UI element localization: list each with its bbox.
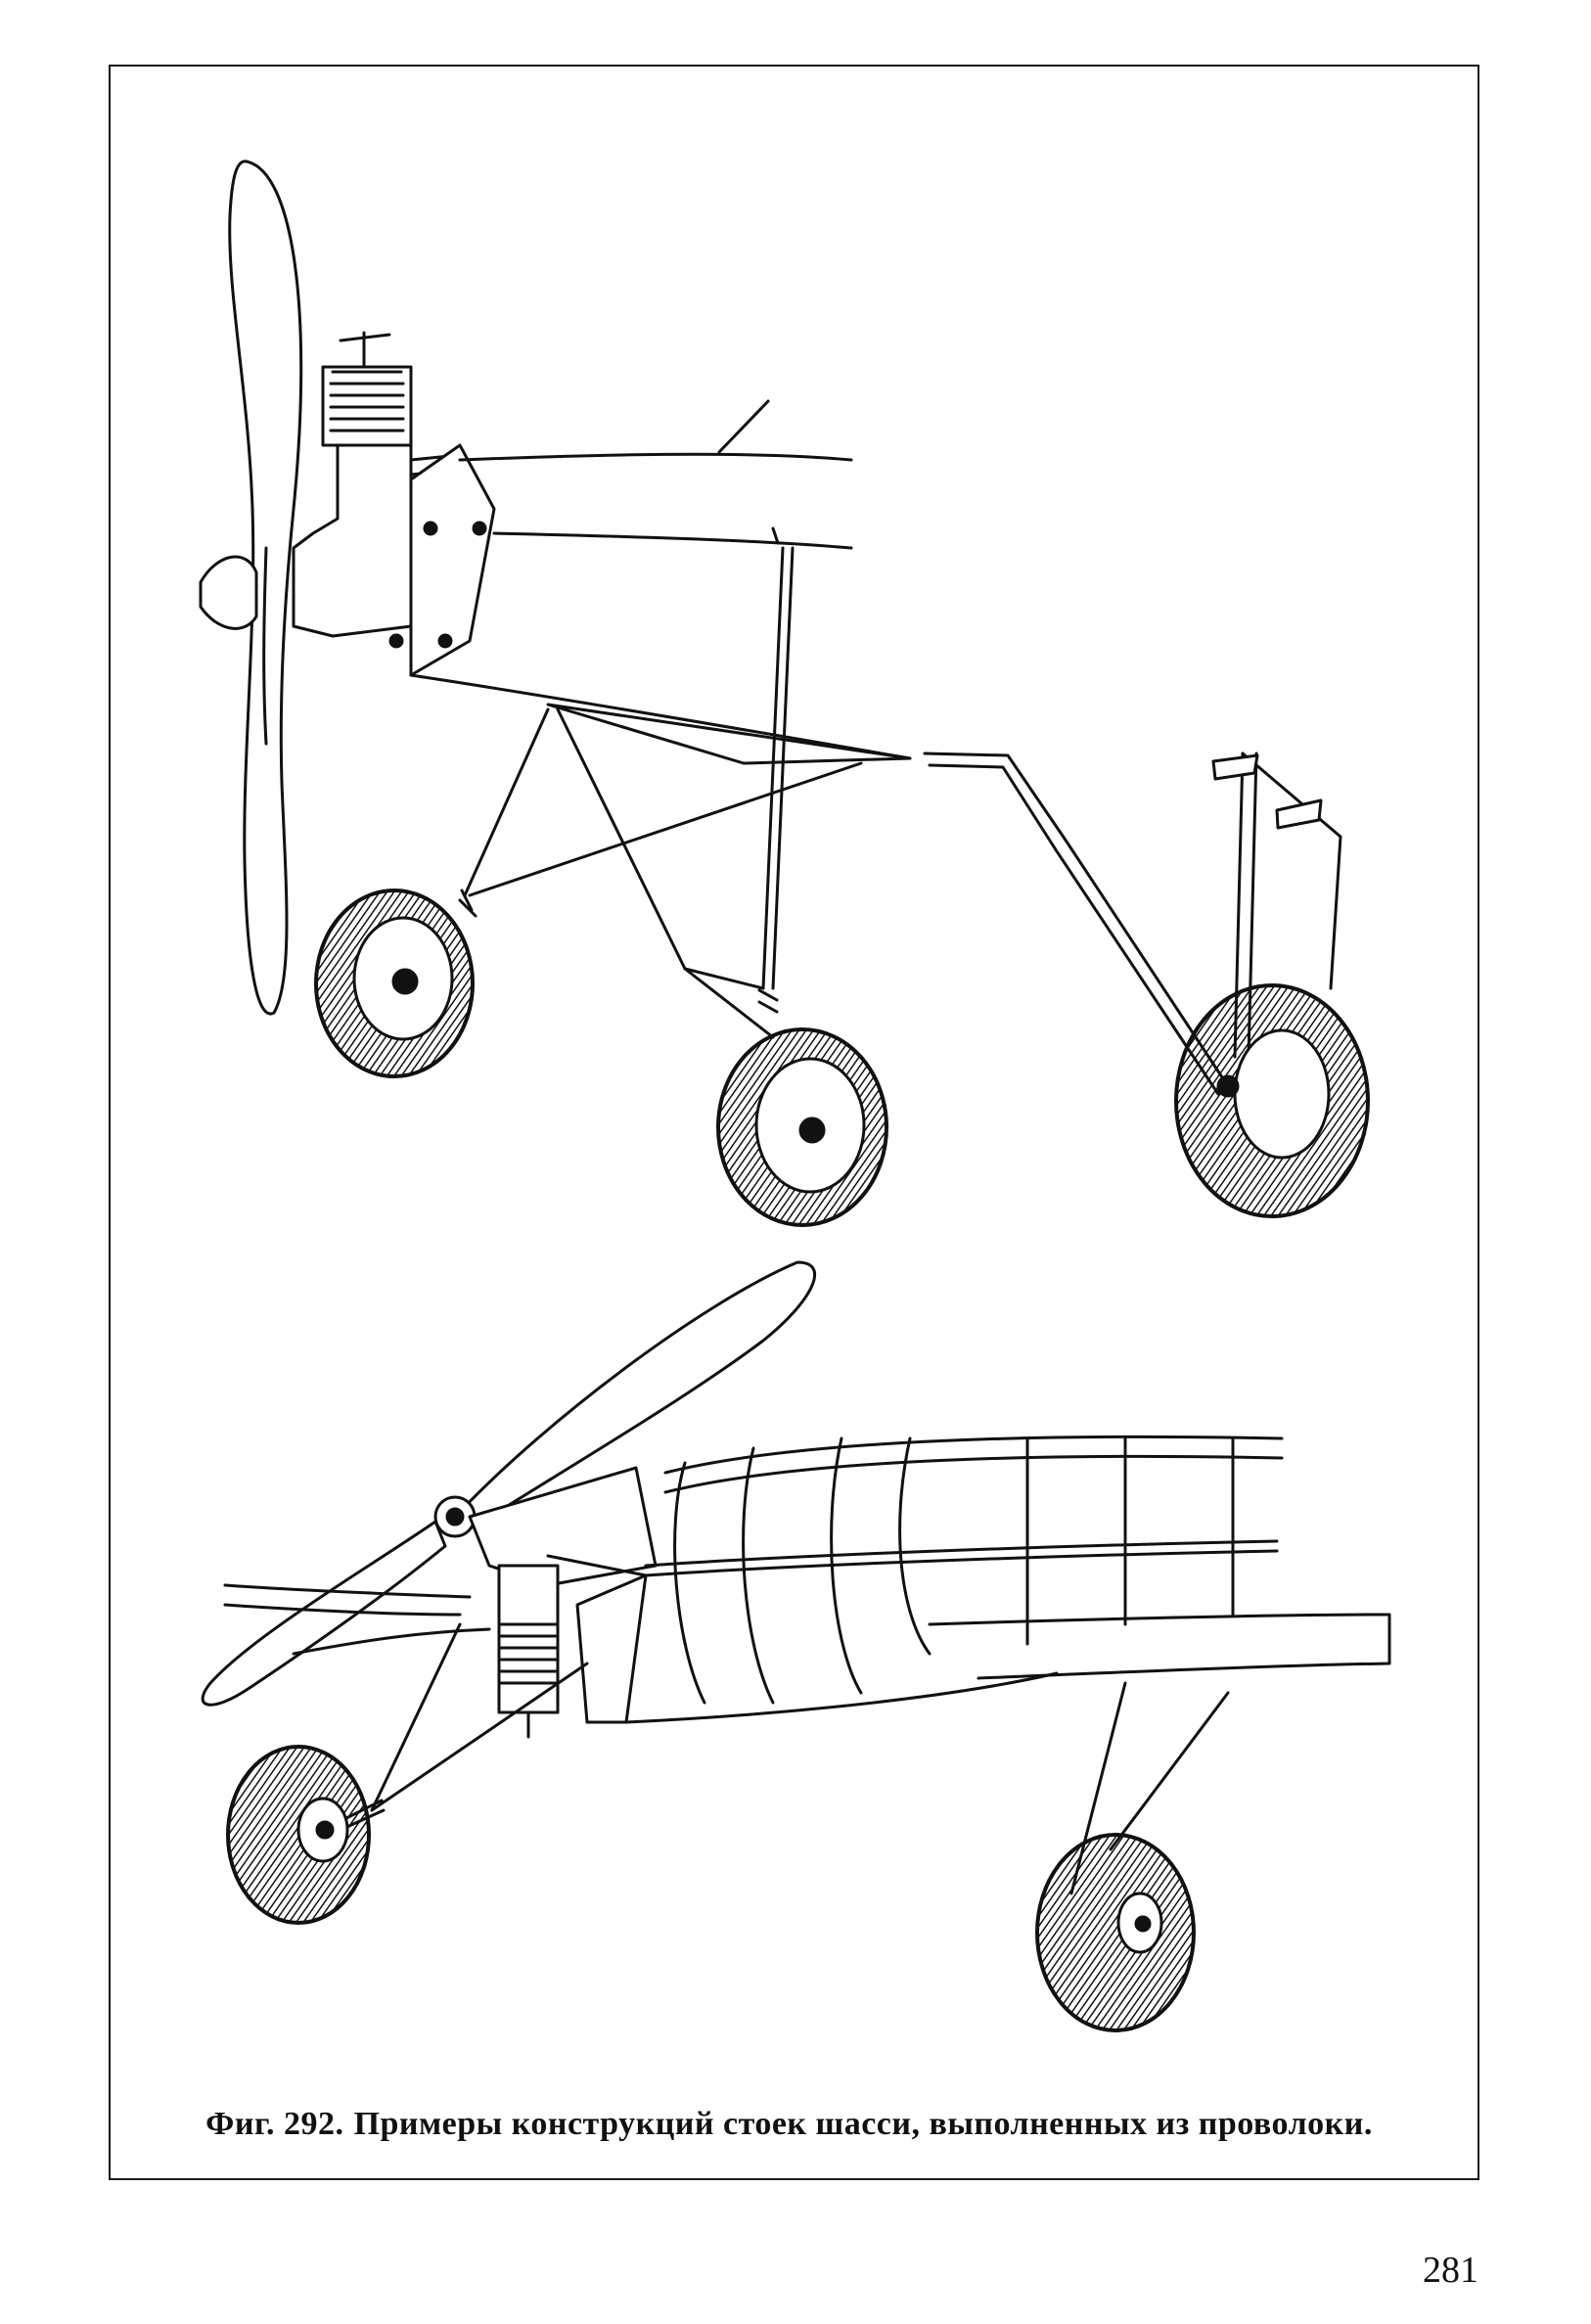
figure-caption-text: Примеры конструкций стоек шасси, выполне… [353, 2106, 1373, 2142]
main-gear-struts-top [458, 546, 863, 1039]
figure-label: Фиг. 292. [205, 2106, 344, 2142]
figure-caption: Фиг. 292.Примеры конструкций стоек шасси… [109, 2106, 1479, 2143]
firewall-icon [409, 443, 496, 677]
page-number: 281 [1423, 2250, 1478, 2291]
spinner-icon [199, 555, 258, 630]
top-model-drawing [199, 159, 1370, 1227]
propeller-bottom-icon [201, 1260, 817, 1707]
engine-bottom-icon [468, 1466, 658, 1739]
wheel-bottom-right-icon [1035, 1833, 1196, 2032]
figure-frame [109, 65, 1479, 2180]
wheel-bottom-left-icon [226, 1745, 371, 1925]
fuselage-frame-icon [575, 1435, 1284, 1724]
wheel-top-right-icon [716, 1027, 888, 1227]
separate-gear-leg-icon [923, 752, 1370, 1218]
wheel-top-left-icon [314, 889, 475, 1078]
wing-bottom-icon [223, 1554, 1391, 1680]
propeller-top-icon [228, 159, 303, 1016]
bottom-model-drawing [201, 1260, 1391, 2032]
fuselage-top-icon [409, 399, 912, 760]
